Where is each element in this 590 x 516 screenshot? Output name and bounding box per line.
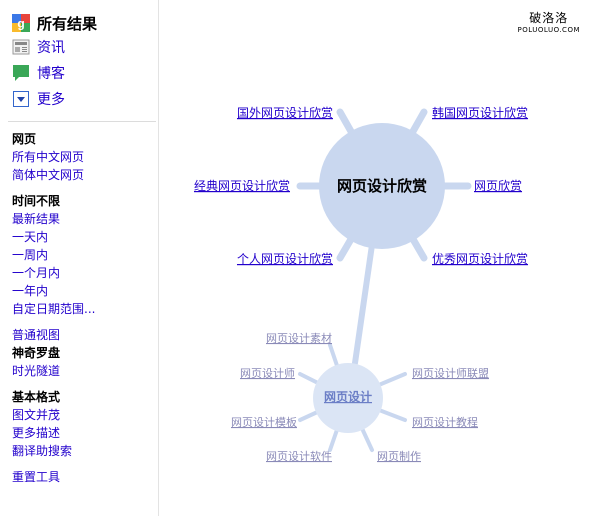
timeline-link[interactable]: 时光隧道 <box>12 364 61 378</box>
blog-icon <box>12 64 30 82</box>
sidebar-divider <box>8 121 156 122</box>
sub-link-designer-union[interactable]: 网页设计师联盟 <box>412 367 489 380</box>
news-icon <box>12 38 30 56</box>
center-term: 网页设计欣赏 <box>337 177 427 195</box>
view-group: 普通视图 神奇罗盘 时光隧道 <box>12 326 60 380</box>
sub-link-software[interactable]: 网页设计软件 <box>266 449 332 463</box>
svg-text:g: g <box>17 17 24 31</box>
latest-results-link[interactable]: 最新结果 <box>12 212 61 226</box>
wheel-link-web-appreciation[interactable]: 网页欣赏 <box>474 179 522 193</box>
mode-label: 更多 <box>37 92 65 108</box>
wheel-link-excellent[interactable]: 优秀网页设计欣赏 <box>432 252 528 266</box>
sub-link-making[interactable]: 网页制作 <box>377 450 421 463</box>
translated-search-link[interactable]: 翻译助搜索 <box>12 444 73 458</box>
sub-center-term[interactable]: 网页设计 <box>324 389 372 404</box>
logo-subtext: POLUOLUO.COM <box>517 26 580 34</box>
dropdown-icon <box>12 90 30 108</box>
simplified-chinese-pages-link[interactable]: 简体中文网页 <box>12 168 85 182</box>
past-week-link[interactable]: 一周内 <box>12 248 49 262</box>
reset-group: 重置工具 <box>12 468 60 486</box>
more-text-link[interactable]: 更多描述 <box>12 426 61 440</box>
past-year-link[interactable]: 一年内 <box>12 284 49 298</box>
time-heading: 时间不限 <box>12 194 61 208</box>
sidebar: g 所有结果 资讯 博客 <box>0 0 159 516</box>
connector-line <box>352 242 375 366</box>
mode-all-results[interactable]: g 所有结果 <box>12 12 97 34</box>
mode-blogs[interactable]: 博客 <box>12 62 65 84</box>
main-circle <box>319 123 445 249</box>
sub-link-tutorials[interactable]: 网页设计教程 <box>412 416 478 429</box>
past-month-link[interactable]: 一个月内 <box>12 266 61 280</box>
past-day-link[interactable]: 一天内 <box>12 230 49 244</box>
web-filter-group: 网页 所有中文网页 简体中文网页 <box>12 130 84 184</box>
format-heading: 基本格式 <box>12 390 61 404</box>
wheel-link-classic[interactable]: 经典网页设计欣赏 <box>194 179 290 193</box>
reset-tools-link[interactable]: 重置工具 <box>12 470 61 484</box>
standard-view-link[interactable]: 普通视图 <box>12 328 61 342</box>
time-filter-group: 时间不限 最新结果 一天内 一周内 一个月内 一年内 自定日期范围... <box>12 192 95 318</box>
wheel-link-korean[interactable]: 韩国网页设计欣赏 <box>432 105 528 120</box>
web-heading: 网页 <box>12 132 37 146</box>
mode-news[interactable]: 资讯 <box>12 36 65 58</box>
wheel-link-personal[interactable]: 个人网页设计欣赏 <box>237 252 333 266</box>
site-logo: 破洛洛 POLUOLUO.COM <box>518 9 580 34</box>
custom-range-link[interactable]: 自定日期范围... <box>12 302 96 316</box>
logo-text: 破洛洛 <box>529 11 569 25</box>
mode-label: 博客 <box>37 66 65 82</box>
sub-link-materials[interactable]: 网页设计素材 <box>266 331 332 345</box>
mode-more[interactable]: 更多 <box>12 88 65 110</box>
all-chinese-pages-link[interactable]: 所有中文网页 <box>12 150 85 164</box>
sub-circle <box>313 363 383 433</box>
sub-link-designer[interactable]: 网页设计师 <box>240 367 295 380</box>
google-icon: g <box>12 14 30 32</box>
format-group: 基本格式 图文并茂 更多描述 翻译助搜索 <box>12 388 72 460</box>
mode-label: 所有结果 <box>37 14 98 33</box>
images-link[interactable]: 图文并茂 <box>12 408 61 422</box>
sub-link-templates[interactable]: 网页设计模板 <box>231 415 297 429</box>
wonder-wheel-link[interactable]: 神奇罗盘 <box>12 346 61 360</box>
mode-label: 资讯 <box>37 40 65 56</box>
wheel-link-foreign[interactable]: 国外网页设计欣赏 <box>237 106 333 120</box>
